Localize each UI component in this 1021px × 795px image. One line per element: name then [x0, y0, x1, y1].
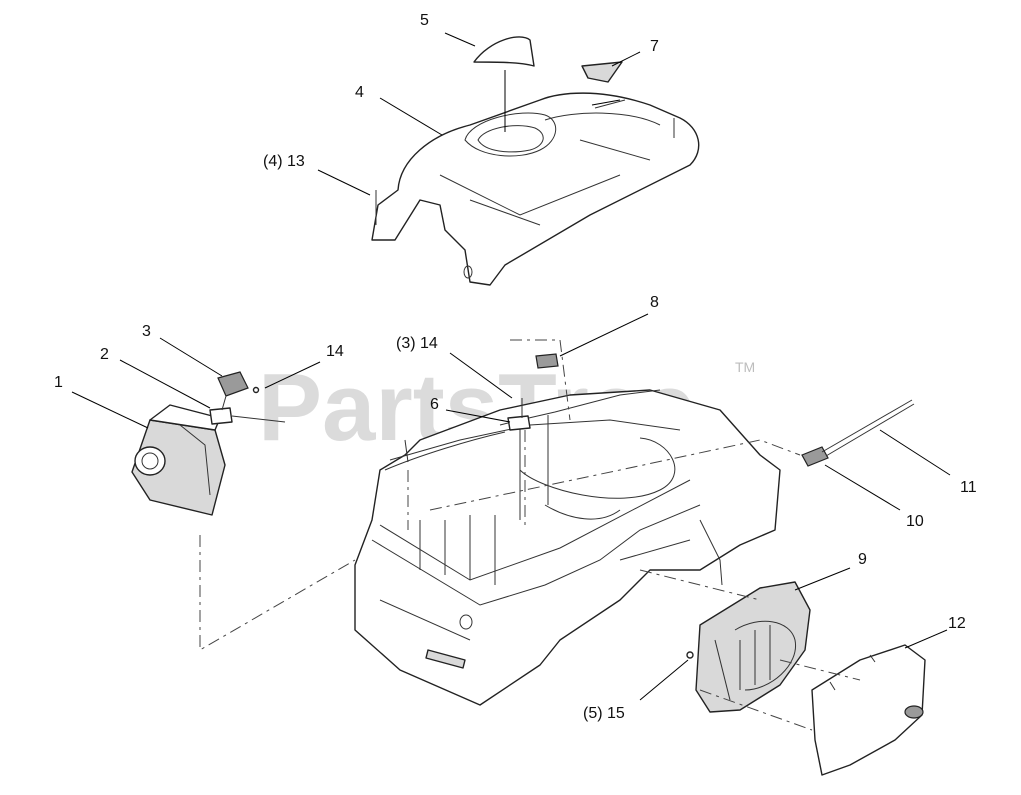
bolt-parts-13 — [375, 118, 675, 225]
cable-assembly-part — [384, 389, 661, 471]
callout-3: 3 — [142, 323, 151, 340]
callout-4: 4 — [355, 84, 364, 101]
callout-labels: 5 7 4 (4) 13 8 3 14 (3) 14 2 1 6 11 10 9… — [54, 12, 977, 722]
connector-part — [801, 446, 829, 467]
callout-1: 1 — [54, 374, 63, 391]
clip-part — [535, 353, 559, 369]
callout-14-qty3: (3) 14 — [396, 335, 438, 352]
callout-14: 14 — [326, 343, 344, 360]
callout-12: 12 — [948, 615, 966, 632]
screw-parts-14 — [404, 398, 523, 463]
top-cover-part — [371, 92, 700, 286]
callout-2: 2 — [100, 346, 109, 363]
cap-part — [473, 36, 535, 67]
callout-10: 10 — [906, 513, 924, 530]
callout-13: (4) 13 — [263, 153, 305, 170]
rod-part — [821, 399, 915, 457]
callout-9: 9 — [858, 551, 867, 568]
leader-lines — [71, 32, 951, 701]
assembly-reference-lines — [199, 339, 861, 731]
screw-part-15 — [686, 651, 694, 659]
watermark-trademark: TM — [735, 359, 755, 375]
callout-11: 11 — [960, 479, 977, 496]
callout-8: 8 — [650, 294, 659, 311]
callout-15: (5) 15 — [583, 705, 625, 722]
callout-5: 5 — [420, 12, 429, 29]
air-filter-housing-part — [131, 404, 226, 516]
plate-part — [581, 61, 623, 83]
callout-6: 6 — [430, 396, 439, 413]
side-panel-part — [695, 581, 811, 713]
callout-7: 7 — [650, 38, 659, 55]
rear-cover-part — [811, 644, 926, 776]
throttle-control-part — [209, 371, 286, 425]
